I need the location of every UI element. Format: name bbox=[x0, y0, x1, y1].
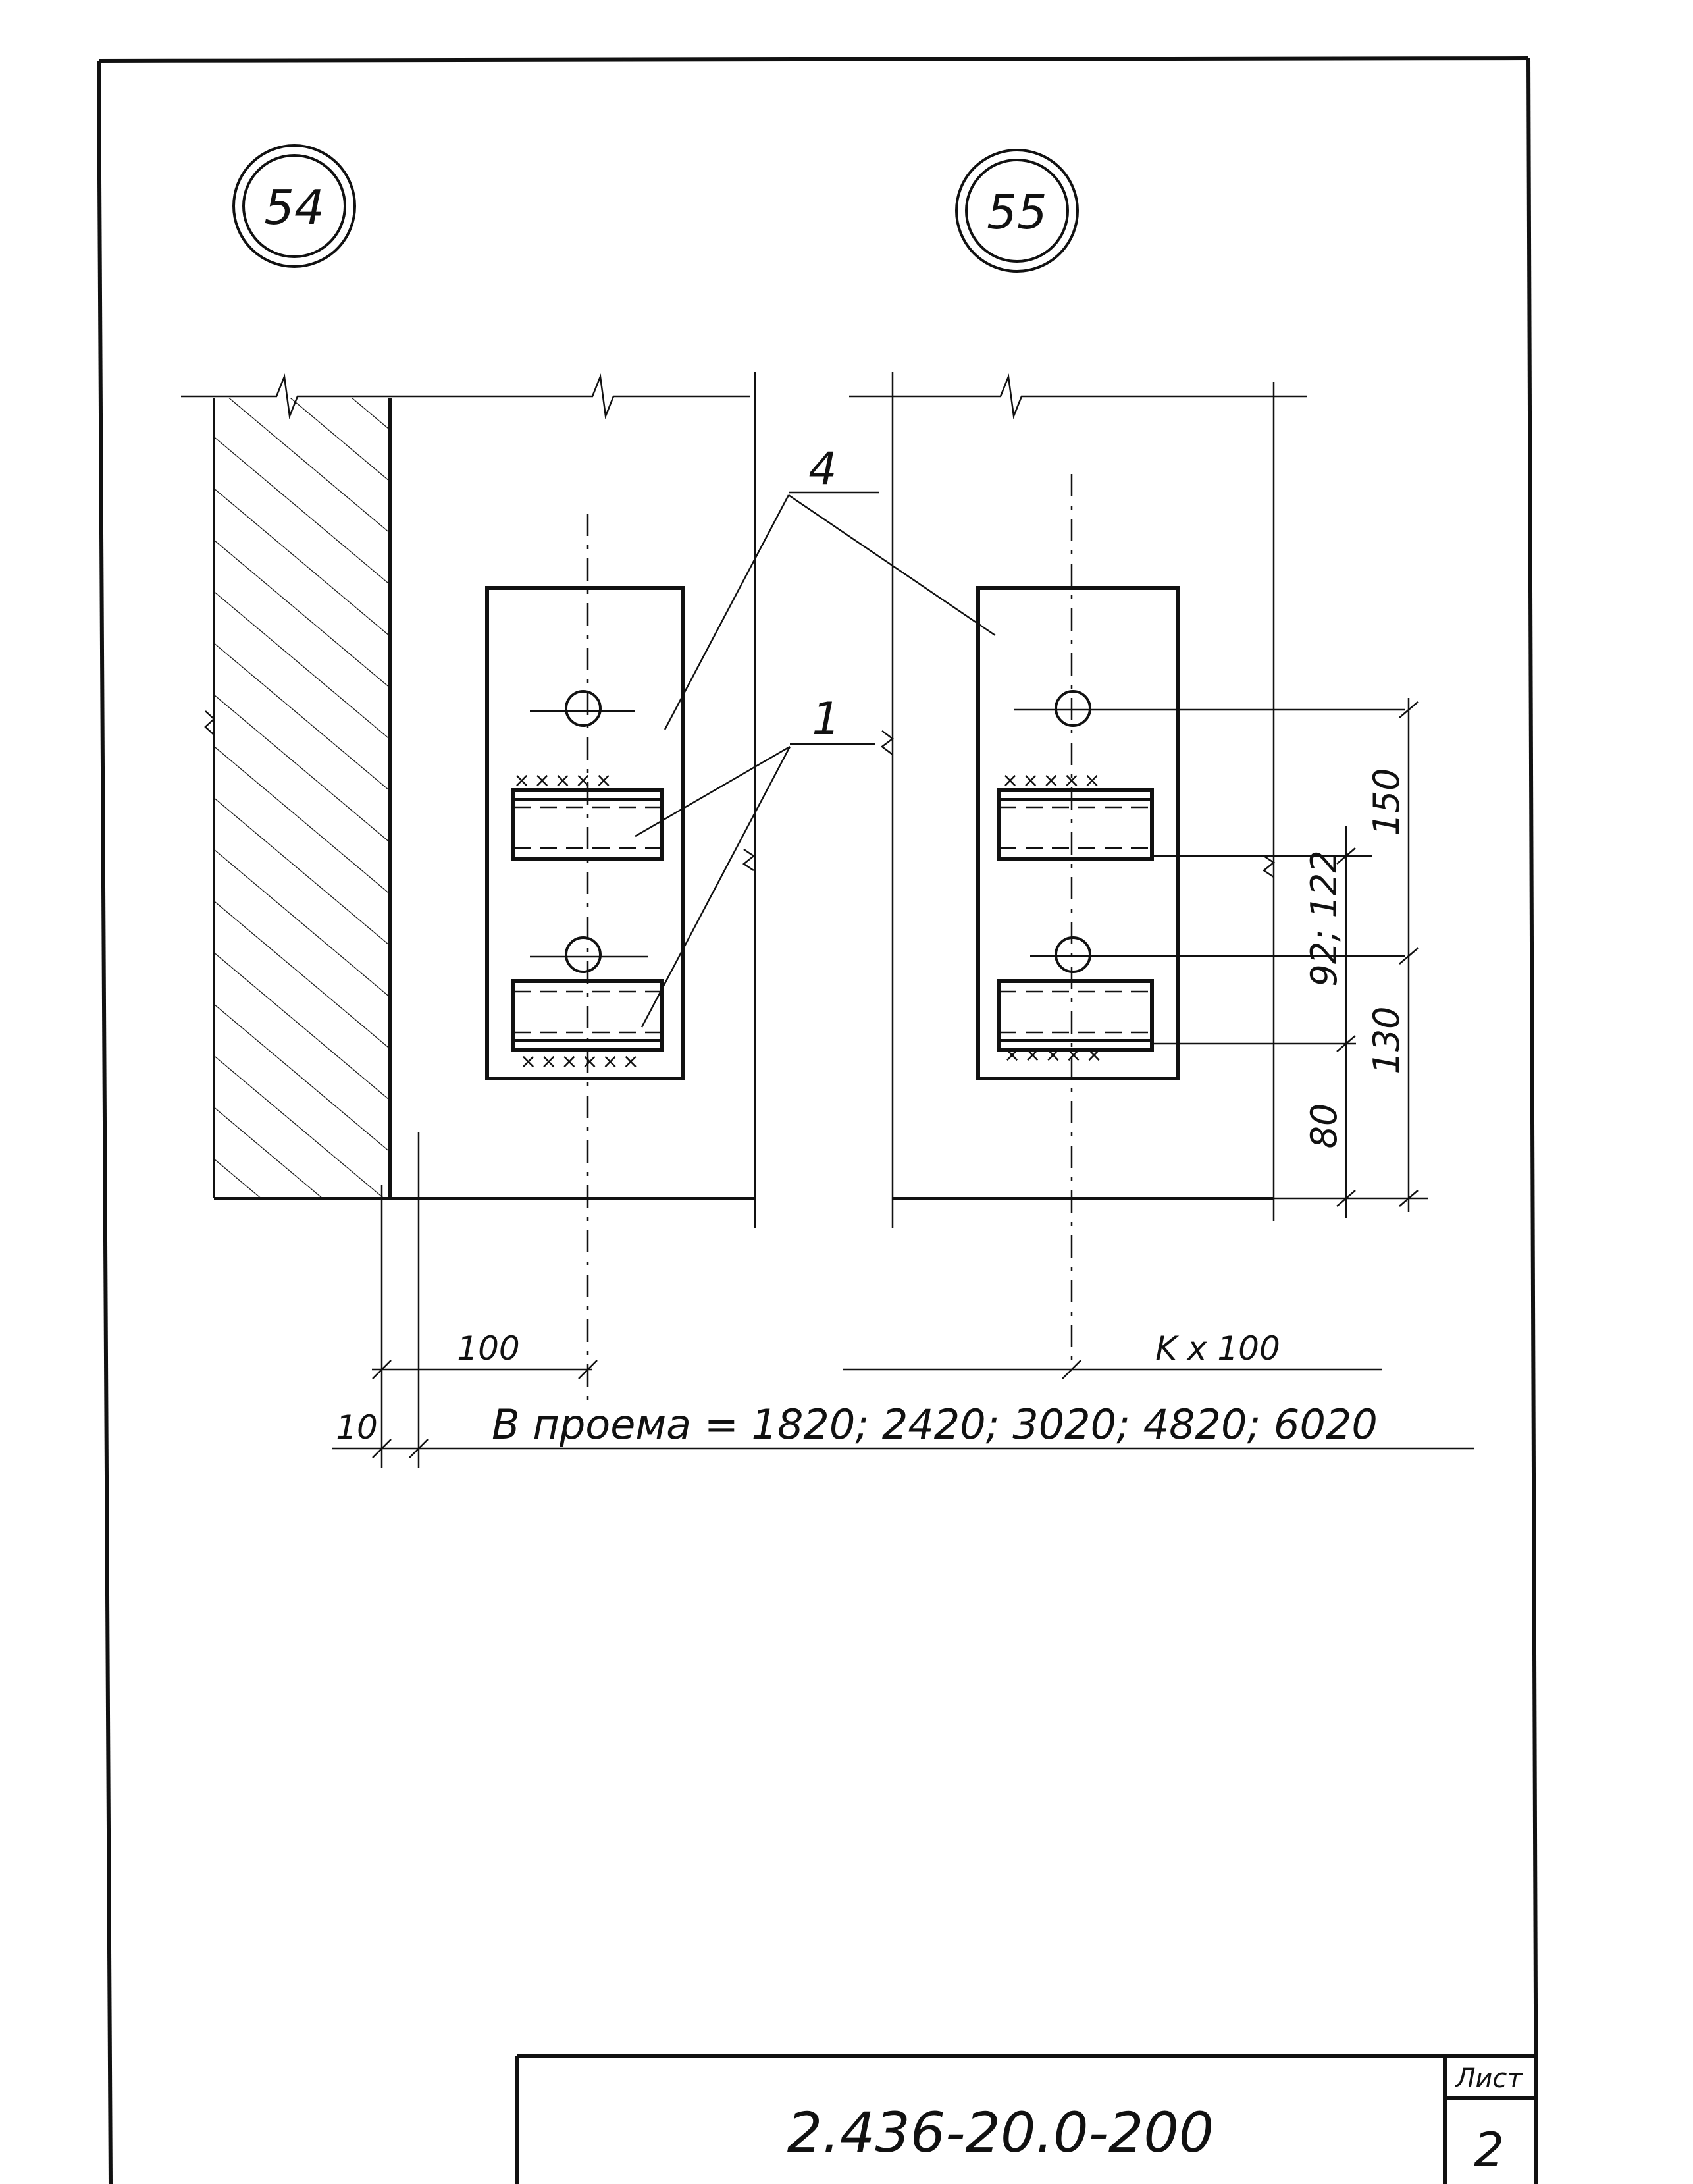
dim-80: 80 bbox=[1303, 1104, 1345, 1149]
section-marker-54: 54 bbox=[232, 144, 356, 268]
vertical-dimensions: 150 92; 122 130 80 bbox=[1303, 698, 1419, 1218]
leader-plate-label: 4 bbox=[808, 443, 837, 495]
dim-k-x-100: K x 100 bbox=[1155, 1329, 1280, 1368]
leader-weld: 1 bbox=[635, 693, 875, 1028]
marker-54-label: 54 bbox=[264, 180, 325, 235]
channel-right-1 bbox=[997, 788, 1154, 861]
break-mark-right-edge-2 bbox=[1262, 855, 1276, 878]
weld-marks-left-2: ×××××× bbox=[520, 1050, 643, 1073]
sheet-label: Лист bbox=[1454, 2064, 1523, 2094]
document-code: 2.436-20.0-200 bbox=[787, 2100, 1214, 2165]
wall-hatching bbox=[214, 398, 390, 1198]
channel-left-2 bbox=[511, 979, 664, 1052]
break-line-top-left bbox=[181, 373, 750, 419]
sheet-number: 2 bbox=[1474, 2122, 1504, 2177]
break-mark-left-edge bbox=[880, 730, 895, 755]
break-mark-wall bbox=[204, 710, 215, 735]
title-block: 2.436-20.0-200 Лист 2 bbox=[515, 2054, 1536, 2184]
break-mark-right-edge bbox=[742, 848, 756, 872]
channel-right-2 bbox=[997, 979, 1154, 1052]
dim-150: 150 bbox=[1366, 768, 1407, 836]
weld-marks-left-1: ××××× bbox=[513, 769, 616, 792]
section-marker-55: 55 bbox=[955, 149, 1079, 273]
plate-left bbox=[485, 586, 685, 1080]
leader-plate: 4 bbox=[664, 443, 996, 730]
weld-marks-right-1: ××××× bbox=[1002, 769, 1105, 792]
view-55: ××××× ××××× bbox=[849, 372, 1428, 1370]
weld-marks-right-2: ××××× bbox=[1004, 1044, 1107, 1067]
bolt-hole-left-1 bbox=[565, 690, 602, 727]
horizontal-dimensions: 100 K x 100 10 В проема = 1820; 2420; 30… bbox=[332, 1132, 1474, 1468]
bolt-hole-right-1 bbox=[1055, 690, 1091, 727]
dim-100: 100 bbox=[457, 1329, 519, 1368]
dim-10: 10 bbox=[336, 1408, 378, 1447]
sheet-frame bbox=[97, 56, 1538, 2184]
view-54: ××××× ×××××× bbox=[181, 372, 756, 1402]
opening-width-note: В проема = 1820; 2420; 3020; 4820; 6020 bbox=[492, 1400, 1378, 1449]
marker-55-label: 55 bbox=[987, 184, 1047, 240]
channel-left-1 bbox=[511, 788, 664, 861]
break-line-top-right bbox=[849, 373, 1307, 419]
dim-92-122: 92; 122 bbox=[1303, 850, 1345, 986]
leader-weld-label: 1 bbox=[812, 693, 840, 745]
plate-right bbox=[976, 586, 1180, 1080]
dim-130: 130 bbox=[1366, 1006, 1407, 1074]
bolt-hole-right-2 bbox=[1055, 936, 1091, 973]
bolt-hole-left-2 bbox=[565, 936, 602, 973]
